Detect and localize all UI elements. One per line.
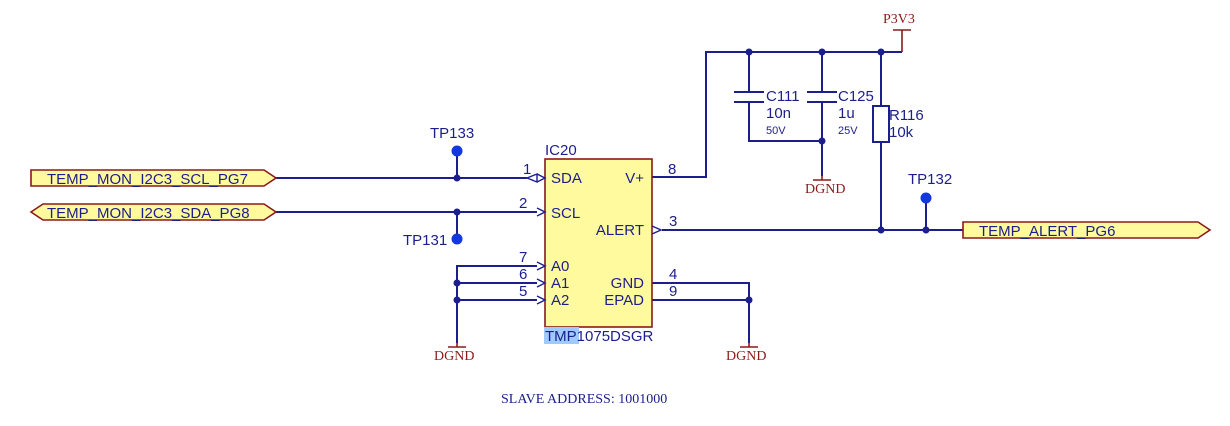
- pin-num-6: 6: [519, 266, 527, 283]
- gnd-left-label: DGND: [434, 349, 474, 364]
- gnd-symbol-left: DGND: [434, 343, 474, 364]
- c111-value: 10n: [766, 105, 791, 122]
- tp132[interactable]: TP132: [908, 171, 952, 204]
- ic20-pin-numbers: 1 2 7 6 5 8 3 4 9: [519, 161, 677, 300]
- pin-name-scl: SCL: [551, 205, 580, 222]
- port-sda[interactable]: TEMP_MON_I2C3_SDA_PG8: [29, 203, 278, 222]
- slave-address-note: SLAVE ADDRESS: 1001000: [501, 392, 667, 407]
- ic20-body[interactable]: [544, 158, 653, 328]
- r116-value: 10k: [889, 124, 914, 141]
- r116-body: [872, 105, 890, 143]
- r116-ref: R116: [889, 107, 924, 124]
- c125[interactable]: C125 1u 25V: [838, 88, 874, 137]
- c111-ref: C111: [766, 88, 800, 105]
- c125-voltage: 25V: [838, 125, 858, 137]
- pin-name-a1: A1: [551, 275, 569, 292]
- tp131-label: TP131: [403, 232, 447, 249]
- net-c111: [748, 52, 823, 176]
- pin-name-sda: SDA: [551, 170, 582, 187]
- c111-voltage: 50V: [766, 125, 786, 137]
- pin-num-7: 7: [519, 249, 527, 266]
- net-vplus: [652, 51, 902, 178]
- ic20-designator: IC20: [545, 142, 577, 159]
- gnd-right-label: DGND: [726, 349, 766, 364]
- pin-num-5: 5: [519, 283, 527, 300]
- pin-num-4: 4: [669, 266, 677, 283]
- pin-name-gnd: GND: [611, 275, 645, 292]
- port-alert[interactable]: TEMP_ALERT_PG6: [962, 221, 1212, 240]
- gnd-symbol-caps: DGND: [805, 176, 845, 197]
- junctions: [453, 48, 930, 304]
- ic20-pin-names: SDA SCL A0 A1 A2 V+ ALERT GND EPAD: [551, 170, 644, 309]
- tp133-label: TP133: [430, 125, 474, 142]
- ic20-part-number: TMP1075DSGR: [545, 328, 654, 345]
- pin-num-1: 1: [523, 161, 531, 178]
- part-highlight-box: [544, 327, 579, 344]
- power-p3v3: P3V3: [883, 12, 915, 52]
- r116[interactable]: R116 10k: [889, 107, 924, 141]
- ic20-pin-arrows: [525, 172, 663, 305]
- pin-num-8: 8: [668, 161, 676, 178]
- port-scl[interactable]: TEMP_MON_I2C3_SCL_PG7: [30, 169, 278, 188]
- pin-name-a0: A0: [551, 258, 569, 275]
- c125-ref: C125: [838, 88, 874, 105]
- tp132-label: TP132: [908, 171, 952, 188]
- capacitor-plates: [734, 91, 837, 103]
- port-sda-label: TEMP_MON_I2C3_SDA_PG8: [47, 205, 250, 222]
- gnd-symbol-right: DGND: [726, 343, 766, 364]
- tp131[interactable]: TP131: [403, 232, 463, 249]
- pin-num-3: 3: [669, 213, 677, 230]
- pin-name-vplus: V+: [625, 170, 644, 187]
- c111[interactable]: C111 10n 50V: [766, 88, 800, 137]
- pin-num-9: 9: [669, 283, 677, 300]
- gnd-caps-label: DGND: [805, 182, 845, 197]
- pin-name-alert: ALERT: [596, 222, 644, 239]
- pin-name-a2: A2: [551, 292, 569, 309]
- net-gnd: [652, 282, 750, 343]
- nets: [276, 51, 963, 343]
- port-alert-label: TEMP_ALERT_PG6: [979, 223, 1115, 240]
- c125-value: 1u: [838, 105, 855, 122]
- p3v3-label: P3V3: [883, 12, 915, 27]
- pin-name-epad: EPAD: [604, 292, 644, 309]
- pin-num-2: 2: [519, 195, 527, 212]
- net-addr: [456, 265, 537, 343]
- port-scl-label: TEMP_MON_I2C3_SCL_PG7: [47, 171, 248, 188]
- tp133[interactable]: TP133: [430, 125, 474, 157]
